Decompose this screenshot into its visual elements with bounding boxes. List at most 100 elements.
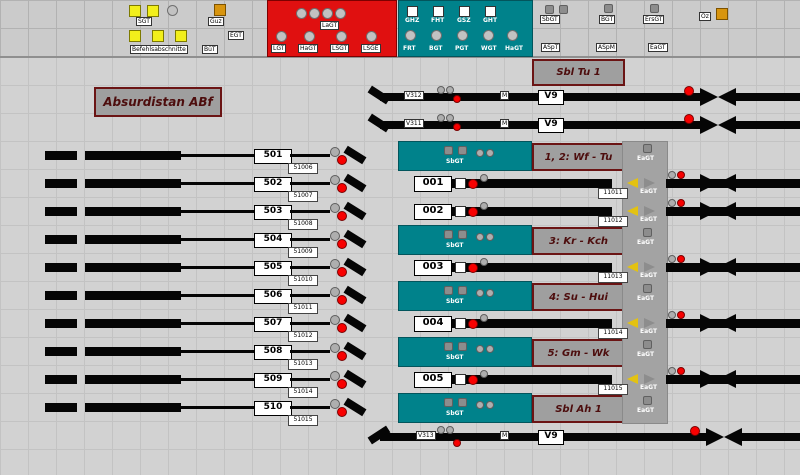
- sbgt-label[interactable]: SbGT: [446, 242, 464, 249]
- signal-button[interactable]: [476, 401, 484, 409]
- signal-button[interactable]: [446, 114, 454, 122]
- middle-track-number-plate[interactable]: 002: [414, 204, 452, 220]
- white-button[interactable]: [485, 6, 496, 17]
- signal-button[interactable]: [476, 149, 484, 157]
- signal-red-indicator[interactable]: [468, 207, 478, 217]
- signal-red-indicator[interactable]: [677, 171, 685, 179]
- signal-red-indicator[interactable]: [453, 123, 461, 131]
- signal-red-indicator[interactable]: [684, 114, 694, 124]
- middle-track-number-plate[interactable]: 003: [414, 260, 452, 276]
- signal-red-indicator[interactable]: [453, 439, 461, 447]
- eagt-button[interactable]: EaGT: [640, 272, 658, 279]
- gray-button[interactable]: [405, 30, 416, 41]
- signal-red-indicator[interactable]: [337, 155, 347, 165]
- left-track-number-plate[interactable]: 503: [254, 205, 292, 220]
- middle-track-number-plate[interactable]: 005: [414, 372, 452, 388]
- signal-button[interactable]: [668, 171, 676, 179]
- signal-button[interactable]: [486, 401, 494, 409]
- lgt-button[interactable]: LGT: [271, 44, 287, 53]
- orange-button[interactable]: [214, 4, 226, 16]
- white-button[interactable]: [433, 6, 444, 17]
- signal-button[interactable]: [330, 287, 340, 297]
- signal-red-indicator[interactable]: [337, 407, 347, 417]
- left-track-number-plate[interactable]: 502: [254, 177, 292, 192]
- orange-button[interactable]: [716, 8, 728, 20]
- route-button[interactable]: [455, 318, 466, 329]
- oz-label[interactable]: Oz: [699, 12, 711, 21]
- white-button[interactable]: [407, 6, 418, 17]
- signal-button[interactable]: [330, 399, 340, 409]
- signal-button[interactable]: [476, 289, 484, 297]
- signal-red-indicator[interactable]: [468, 375, 478, 385]
- yellow-button[interactable]: [147, 5, 159, 17]
- signal-button[interactable]: [437, 114, 445, 122]
- left-track-number-plate[interactable]: 508: [254, 345, 292, 360]
- signal-red-indicator[interactable]: [337, 183, 347, 193]
- signal-button[interactable]: [446, 86, 454, 94]
- signal-button[interactable]: [486, 233, 494, 241]
- signal-red-indicator[interactable]: [690, 426, 700, 436]
- signal-button[interactable]: [668, 255, 676, 263]
- left-track-number-plate[interactable]: 510: [254, 401, 292, 416]
- signal-button[interactable]: [480, 202, 488, 210]
- signal-red-indicator[interactable]: [468, 319, 478, 329]
- route-button[interactable]: [455, 206, 466, 217]
- aspm-button[interactable]: ASpM: [596, 43, 617, 52]
- signal-button[interactable]: [486, 289, 494, 297]
- fht-label[interactable]: FHT: [431, 17, 445, 24]
- ght-label[interactable]: GHT: [483, 17, 498, 24]
- left-track-number-plate[interactable]: 504: [254, 233, 292, 248]
- eagt-button[interactable]: EaGT: [637, 351, 655, 358]
- eagt-button[interactable]: EaGT: [637, 295, 655, 302]
- signal-button[interactable]: [437, 426, 445, 434]
- hagt-button[interactable]: HaGT: [298, 44, 319, 53]
- sbgt-label[interactable]: SbGT: [446, 354, 464, 361]
- white-button[interactable]: [459, 6, 470, 17]
- left-track-number-plate[interactable]: 505: [254, 261, 292, 276]
- ghz-label[interactable]: GHZ: [405, 17, 420, 24]
- signal-red-indicator[interactable]: [468, 263, 478, 273]
- aspt-button[interactable]: ASpT: [541, 43, 561, 52]
- yellow-button[interactable]: [175, 30, 187, 42]
- gray-button[interactable]: [483, 30, 494, 41]
- signal-red-indicator[interactable]: [337, 351, 347, 361]
- sgt-button[interactable]: SGT: [136, 17, 152, 26]
- yellow-button[interactable]: [129, 5, 141, 17]
- eagt-button[interactable]: EaGT: [637, 239, 655, 246]
- gray-button[interactable]: [507, 30, 518, 41]
- middle-track-number-plate[interactable]: 001: [414, 176, 452, 192]
- sbgt-label[interactable]: SbGT: [446, 158, 464, 165]
- signal-button[interactable]: [480, 174, 488, 182]
- frt-label[interactable]: FRT: [403, 45, 416, 52]
- signal-button[interactable]: [668, 367, 676, 375]
- signal-button[interactable]: [330, 147, 340, 157]
- eagt-button[interactable]: EaGT: [640, 384, 658, 391]
- signal-button[interactable]: [480, 258, 488, 266]
- signal-button[interactable]: [668, 199, 676, 207]
- sbgt-label[interactable]: SbGT: [446, 410, 464, 417]
- befehlsabschnitte-label[interactable]: Befehlsabschnitte: [130, 45, 188, 54]
- eagt-button[interactable]: EaGT: [640, 216, 658, 223]
- gray-button[interactable]: [309, 8, 320, 19]
- sbgt-label[interactable]: SbGT: [446, 298, 464, 305]
- gray-button[interactable]: [335, 8, 346, 19]
- eagt-button[interactable]: EaGT: [640, 188, 658, 195]
- eagt-button[interactable]: EaGT: [648, 43, 668, 52]
- ersgt-button[interactable]: ErsGT: [643, 15, 665, 24]
- signal-button[interactable]: [486, 345, 494, 353]
- signal-button[interactable]: [480, 370, 488, 378]
- signal-red-indicator[interactable]: [337, 295, 347, 305]
- wgt-label[interactable]: WGT: [481, 45, 497, 52]
- signal-red-indicator[interactable]: [468, 179, 478, 189]
- signal-button[interactable]: [486, 149, 494, 157]
- left-track-number-plate[interactable]: 509: [254, 373, 292, 388]
- left-track-number-plate[interactable]: 507: [254, 317, 292, 332]
- sbgt-button[interactable]: SbGT: [540, 15, 560, 24]
- signal-button[interactable]: [330, 315, 340, 325]
- gray-button[interactable]: [336, 31, 347, 42]
- signal-button[interactable]: [476, 345, 484, 353]
- signal-red-indicator[interactable]: [677, 255, 685, 263]
- guz-button[interactable]: Guz: [208, 17, 224, 26]
- gray-button[interactable]: [366, 31, 377, 42]
- signal-red-indicator[interactable]: [337, 239, 347, 249]
